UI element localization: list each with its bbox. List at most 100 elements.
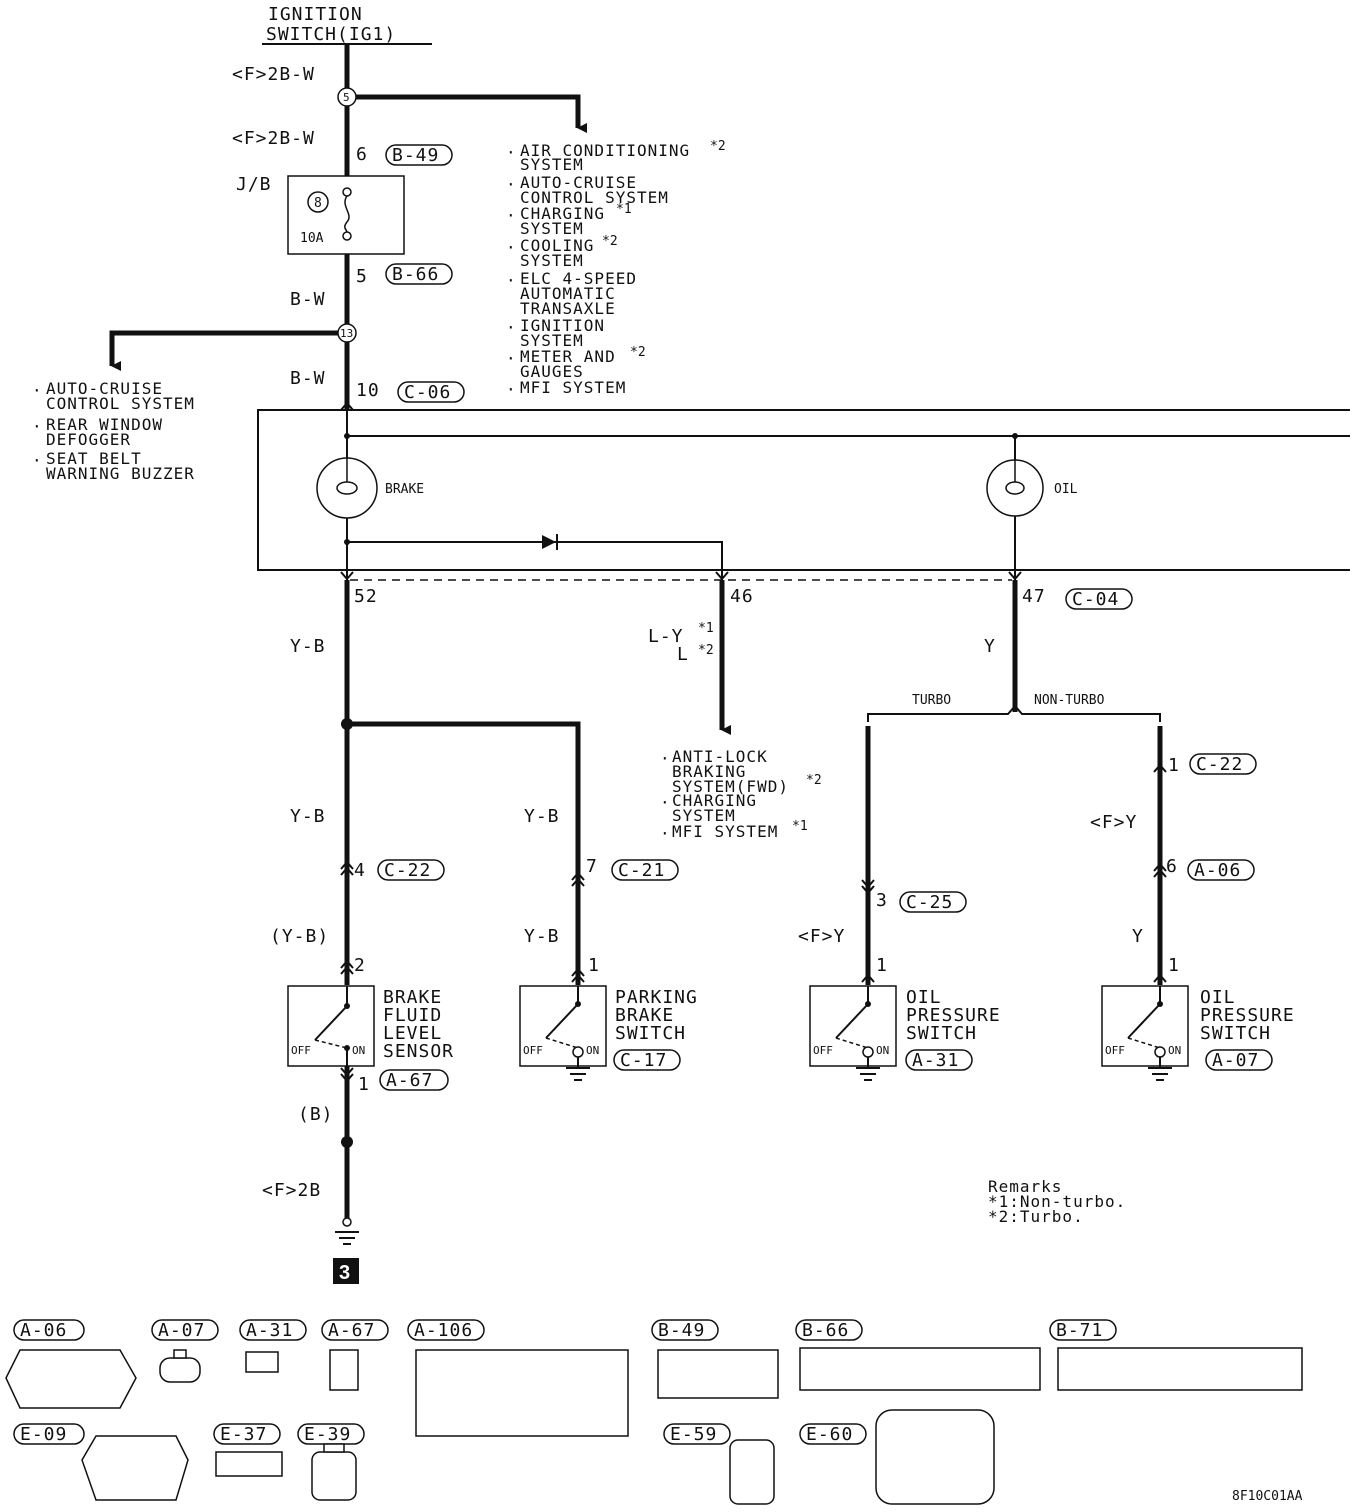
- svg-text:CHARGING: CHARGING: [520, 204, 605, 223]
- svg-text:IGNITION: IGNITION: [520, 316, 605, 335]
- diagram-code: 8F10C01AA: [1232, 1489, 1303, 1504]
- svg-text:A-31: A-31: [246, 1320, 293, 1341]
- svg-text:Remarks: Remarks: [988, 1177, 1062, 1196]
- ops2-label-3: SWITCH: [1200, 1023, 1271, 1044]
- bfl-label-3: LEVEL: [383, 1023, 442, 1044]
- wire-label-f2b: <F>2B: [262, 1180, 321, 1201]
- diode: [542, 535, 556, 549]
- wire-label-fy-turbo: <F>Y: [798, 926, 845, 947]
- fuse-no: 8: [314, 196, 322, 211]
- svg-text:B-49: B-49: [658, 1320, 705, 1341]
- svg-text:·: ·: [506, 318, 517, 337]
- connector-b66: B-66: [392, 264, 439, 285]
- pin-1-pbs: 1: [588, 955, 600, 976]
- svg-text:SYSTEM: SYSTEM: [520, 219, 584, 238]
- svg-text:OFF: OFF: [813, 1044, 833, 1057]
- svg-text:B-66: B-66: [802, 1320, 849, 1341]
- pin-7: 7: [586, 856, 598, 877]
- svg-text:SYSTEM: SYSTEM: [520, 251, 584, 270]
- oil-lamp-label: OIL: [1054, 482, 1078, 497]
- connector-a07: A-07: [1212, 1050, 1259, 1071]
- wire-label-yb-right: Y-B: [524, 806, 560, 827]
- p46-destination-list: · ANTI-LOCK BRAKING SYSTEM(FWD) *2 · CHA…: [660, 747, 822, 843]
- svg-text:ANTI-LOCK: ANTI-LOCK: [672, 747, 768, 766]
- svg-text:·: ·: [506, 349, 517, 368]
- svg-text:·: ·: [506, 143, 517, 162]
- pin-6-nt: 6: [1166, 856, 1178, 877]
- wire-label-f2bw-top: <F>2B-W: [232, 64, 315, 85]
- svg-text:ON: ON: [876, 1044, 889, 1057]
- oil-pressure-switch-nonturbo: OFF ON: [1101, 985, 1189, 1081]
- bfl-label-1: BRAKE: [383, 987, 442, 1008]
- svg-text:*1: *1: [792, 819, 808, 834]
- svg-text:ON: ON: [352, 1044, 365, 1057]
- svg-text:ELC 4-SPEED: ELC 4-SPEED: [520, 269, 637, 288]
- connector-c17: C-17: [620, 1050, 667, 1071]
- svg-text:·: ·: [660, 749, 671, 768]
- junction-block: [287, 175, 405, 255]
- ground-point-3: [333, 1258, 359, 1284]
- bfl-label-2: FLUID: [383, 1005, 442, 1026]
- ops1-label-3: SWITCH: [906, 1023, 977, 1044]
- connector-c25: C-25: [906, 892, 953, 913]
- wire-label-bw-b: B-W: [290, 368, 326, 389]
- connector-c04: C-04: [1072, 589, 1119, 610]
- remarks: Remarks *1:Non-turbo. *2:Turbo.: [988, 1177, 1126, 1226]
- svg-text:TRANSAXLE: TRANSAXLE: [520, 299, 616, 318]
- pin-10: 10: [356, 380, 380, 401]
- svg-text:DEFOGGER: DEFOGGER: [46, 430, 131, 449]
- svg-text:A-06: A-06: [20, 1320, 67, 1341]
- svg-text:SYSTEM: SYSTEM: [520, 155, 584, 174]
- svg-text:BRAKING: BRAKING: [672, 762, 746, 781]
- wire-label-bw-a: B-W: [290, 289, 326, 310]
- combination-meter-outline: [257, 409, 1350, 571]
- connector-a67: A-67: [386, 1070, 433, 1091]
- svg-text:·: ·: [660, 793, 671, 812]
- pin-4: 4: [354, 860, 366, 881]
- fuse-rating: 10A: [300, 231, 324, 246]
- svg-text:ON: ON: [1168, 1044, 1181, 1057]
- connector-b49: B-49: [392, 145, 439, 166]
- svg-text:COOLING: COOLING: [520, 236, 594, 255]
- jb-label: J/B: [236, 174, 272, 195]
- pin-5: 5: [356, 266, 368, 287]
- s13-destination-list: · AUTO-CRUISE CONTROL SYSTEM · REAR WIND…: [32, 379, 194, 483]
- svg-text:A-07: A-07: [158, 1320, 205, 1341]
- svg-text:SYSTEM: SYSTEM: [520, 331, 584, 350]
- pin-1-ops1: 1: [876, 955, 888, 976]
- pin-46: 46: [730, 586, 754, 607]
- wire-label-yb-paren: (Y-B): [270, 926, 329, 947]
- pin-6: 6: [356, 144, 368, 165]
- bfl-label-4: SENSOR: [383, 1041, 454, 1062]
- svg-text:·: ·: [506, 206, 517, 225]
- svg-text:·: ·: [506, 175, 517, 194]
- svg-text:SYSTEM(FWD): SYSTEM(FWD): [672, 777, 789, 796]
- svg-text:MFI SYSTEM: MFI SYSTEM: [672, 822, 778, 841]
- ops2-label-1: OIL: [1200, 987, 1236, 1008]
- turbo-brace: [867, 704, 1161, 722]
- svg-text:METER AND: METER AND: [520, 347, 616, 366]
- pbs-label-3: SWITCH: [615, 1023, 686, 1044]
- pin-52: 52: [354, 586, 378, 607]
- pbs-label-2: BRAKE: [615, 1005, 674, 1026]
- svg-text:*1:Non-turbo.: *1:Non-turbo.: [988, 1192, 1126, 1211]
- connector-c06: C-06: [404, 382, 451, 403]
- svg-text:AUTO-CRUISE: AUTO-CRUISE: [46, 379, 163, 398]
- ground-number: 3: [339, 1262, 350, 1284]
- svg-text:·: ·: [506, 238, 517, 257]
- non-turbo-label: NON-TURBO: [1034, 693, 1105, 708]
- svg-text:E-39: E-39: [304, 1424, 351, 1445]
- wire-label-ly: L-Y: [648, 626, 684, 647]
- splice-13-label: 13: [340, 327, 353, 340]
- svg-text:OFF: OFF: [1105, 1044, 1125, 1057]
- pin-1-nt: 1: [1168, 755, 1180, 776]
- svg-text:AUTO-CRUISE: AUTO-CRUISE: [520, 173, 637, 192]
- wire-label-y-nonturbo: Y: [1132, 926, 1144, 947]
- pin-1-bfl: 1: [358, 1074, 370, 1095]
- svg-text:OFF: OFF: [291, 1044, 311, 1057]
- wire-label-b: (B): [298, 1104, 334, 1125]
- svg-text:ON: ON: [586, 1044, 599, 1057]
- brake-lamp-label: BRAKE: [385, 482, 424, 497]
- svg-text:CHARGING: CHARGING: [672, 791, 757, 810]
